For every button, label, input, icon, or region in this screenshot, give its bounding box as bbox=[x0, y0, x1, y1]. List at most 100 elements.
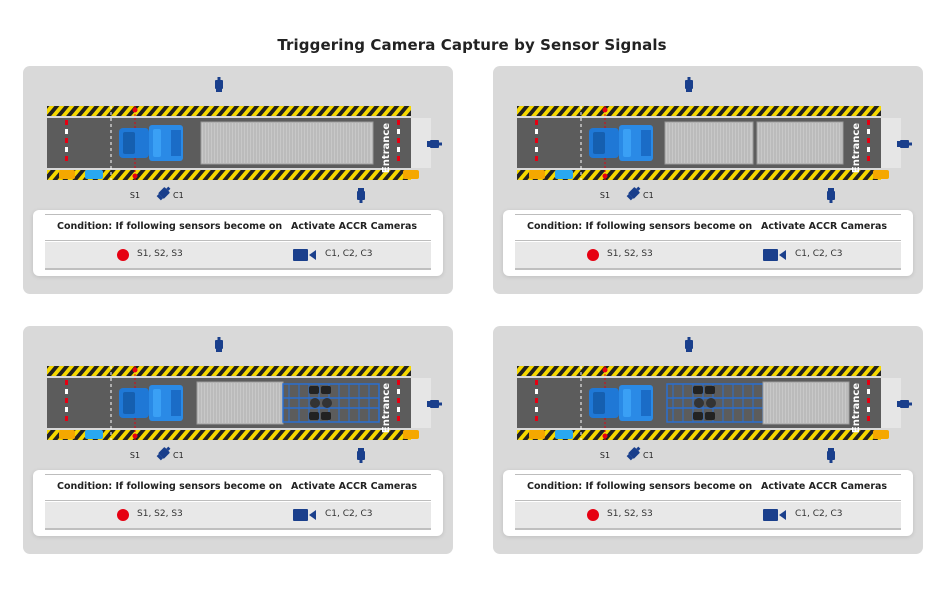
camera-c1-label: C1 bbox=[173, 451, 184, 460]
sensor-list: S1, S2, S3 bbox=[607, 509, 653, 519]
gate-post bbox=[65, 380, 68, 421]
camera-c2-icon bbox=[215, 337, 223, 352]
camera-c2-icon bbox=[685, 337, 693, 352]
sensor-dot bbox=[132, 433, 138, 439]
page-title: Triggering Camera Capture by Sensor Sign… bbox=[277, 36, 667, 54]
camera-c2-icon bbox=[685, 77, 693, 92]
sensor-box bbox=[85, 430, 103, 439]
gate-post bbox=[535, 380, 538, 421]
gate-post bbox=[65, 120, 68, 161]
sensor-dot bbox=[602, 433, 608, 439]
gate-post bbox=[867, 120, 870, 161]
sensor-box bbox=[555, 170, 573, 179]
vehicle bbox=[589, 121, 844, 165]
camera-c3-icon bbox=[357, 188, 365, 203]
truck-cab bbox=[119, 125, 183, 161]
sensor-list: S1, S2, S3 bbox=[137, 249, 183, 259]
lane-exit bbox=[881, 378, 901, 428]
gate-post bbox=[867, 380, 870, 421]
barrier-top bbox=[517, 106, 881, 116]
table-data-row: S1, S2, S3 C1, C2, C3 bbox=[45, 502, 431, 530]
table-header-row: Condition: If following sensors become o… bbox=[515, 214, 901, 241]
sensor-dot bbox=[602, 367, 608, 373]
container bbox=[756, 121, 844, 165]
table-header-row: Condition: If following sensors become o… bbox=[515, 474, 901, 501]
sensor-box bbox=[85, 170, 103, 179]
sensor-dot bbox=[602, 107, 608, 113]
sensor-box bbox=[403, 430, 419, 439]
sensor-on-icon bbox=[587, 509, 599, 521]
sensor-s1-label: S1 bbox=[600, 191, 610, 200]
sensor-dot bbox=[132, 367, 138, 373]
table-data-row: S1, S2, S3 C1, C2, C3 bbox=[45, 242, 431, 270]
sensor-box bbox=[873, 430, 889, 439]
camera-c2-icon bbox=[215, 77, 223, 92]
action-header: Activate ACCR Cameras bbox=[291, 221, 418, 232]
container bbox=[664, 121, 754, 165]
sensor-box bbox=[529, 170, 545, 179]
entrance-label: Entrance bbox=[381, 123, 392, 173]
barrier-bottom bbox=[47, 430, 411, 440]
sensor-list: S1, S2, S3 bbox=[607, 249, 653, 259]
container bbox=[196, 381, 284, 425]
sensor-s1-label: S1 bbox=[130, 191, 140, 200]
camera-c1-icon bbox=[156, 446, 171, 461]
camera-list: C1, C2, C3 bbox=[325, 509, 373, 519]
sensor-dot bbox=[132, 173, 138, 179]
sensor-dot bbox=[132, 107, 138, 113]
camera-c1-label: C1 bbox=[643, 451, 654, 460]
barrier-bottom bbox=[517, 170, 881, 180]
barrier-top bbox=[47, 106, 411, 116]
video-camera-icon bbox=[293, 249, 316, 261]
vehicle bbox=[119, 121, 374, 165]
camera-c1-label: C1 bbox=[643, 191, 654, 200]
lane-exit bbox=[411, 378, 431, 428]
barrier-bottom bbox=[517, 430, 881, 440]
action-header: Activate ACCR Cameras bbox=[761, 481, 888, 492]
empty-chassis bbox=[282, 383, 380, 423]
sensor-list: S1, S2, S3 bbox=[137, 509, 183, 519]
condition-header: Condition: If following sensors become o… bbox=[57, 481, 283, 492]
sensor-on-icon bbox=[587, 249, 599, 261]
sensor-on-icon bbox=[117, 509, 129, 521]
container bbox=[762, 381, 850, 425]
gate-post bbox=[397, 120, 400, 161]
camera-c3-icon bbox=[827, 448, 835, 463]
condition-table: Condition: If following sensors become o… bbox=[503, 210, 913, 276]
sensor-box bbox=[529, 430, 545, 439]
barrier-top bbox=[47, 366, 411, 376]
condition-header: Condition: If following sensors become o… bbox=[527, 221, 753, 232]
action-header: Activate ACCR Cameras bbox=[761, 221, 888, 232]
lane-exit bbox=[411, 118, 431, 168]
truck-cab bbox=[119, 385, 183, 421]
gate-post bbox=[535, 120, 538, 161]
table-header-row: Condition: If following sensors become o… bbox=[45, 474, 431, 501]
camera-c1-icon bbox=[626, 186, 641, 201]
condition-header: Condition: If following sensors become o… bbox=[57, 221, 283, 232]
condition-table: Condition: If following sensors become o… bbox=[33, 210, 443, 276]
camera-side-icon bbox=[427, 140, 442, 148]
vehicle bbox=[119, 381, 380, 425]
sensor-box bbox=[403, 170, 419, 179]
camera-c3-icon bbox=[357, 448, 365, 463]
sensor-box bbox=[59, 430, 75, 439]
sensor-on-icon bbox=[117, 249, 129, 261]
table-header-row: Condition: If following sensors become o… bbox=[45, 214, 431, 241]
sensor-s1-label: S1 bbox=[600, 451, 610, 460]
camera-side-icon bbox=[427, 400, 442, 408]
truck-cab bbox=[589, 125, 653, 161]
condition-table: Condition: If following sensors become o… bbox=[33, 470, 443, 536]
camera-list: C1, C2, C3 bbox=[795, 509, 843, 519]
container bbox=[200, 121, 374, 165]
condition-table: Condition: If following sensors become o… bbox=[503, 470, 913, 536]
sensor-dot bbox=[602, 173, 608, 179]
gate-post bbox=[397, 380, 400, 421]
camera-list: C1, C2, C3 bbox=[325, 249, 373, 259]
